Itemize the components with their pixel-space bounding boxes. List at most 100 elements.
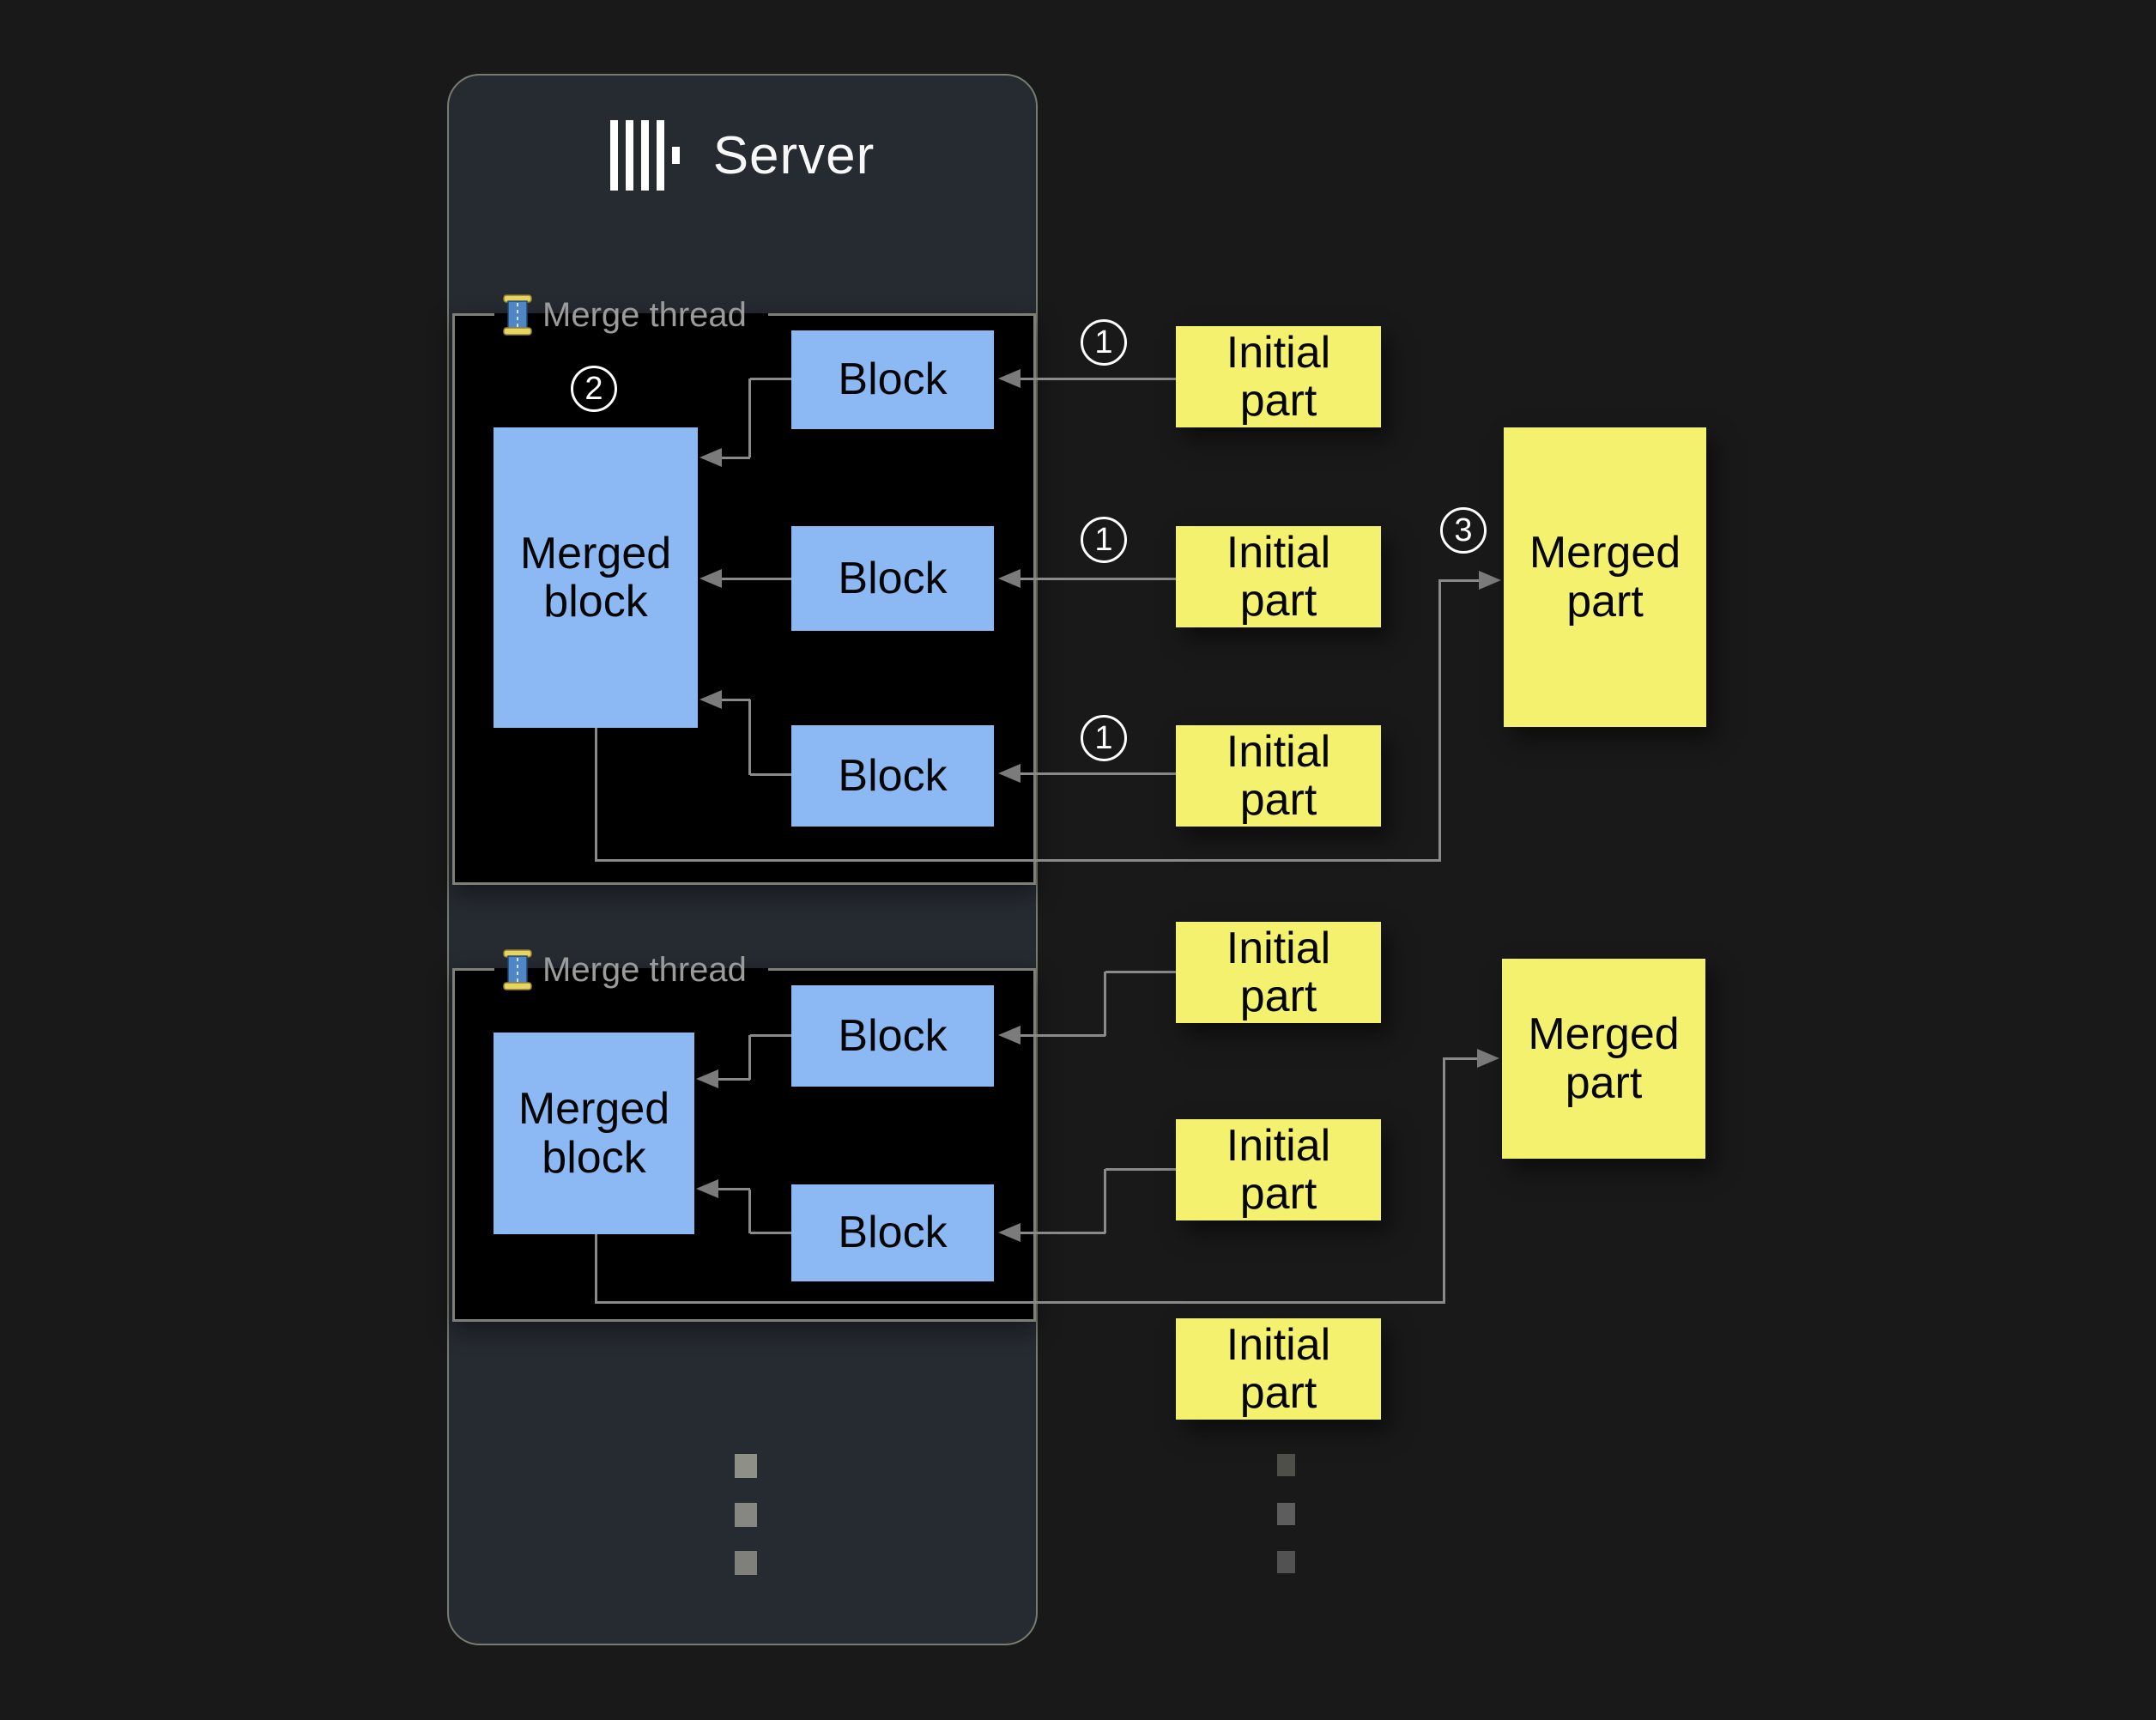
connector: [722, 699, 750, 701]
connector: [595, 728, 597, 862]
ellipsis-dot: [735, 1503, 757, 1527]
connector: [748, 700, 751, 775]
initial-part-box: Initial part: [1176, 1119, 1381, 1220]
panel2-top-border-left: [452, 968, 494, 971]
block-label: Block: [838, 553, 948, 603]
merged-block-box: Merged block: [494, 427, 698, 728]
step-badge-1: 1: [1081, 517, 1127, 563]
connector: [595, 859, 1441, 862]
connector: [1105, 1168, 1176, 1171]
ellipsis-dot: [735, 1454, 757, 1478]
arrowhead-right-icon: [1477, 1049, 1499, 1068]
arrowhead-left-icon: [998, 1026, 1020, 1045]
connector: [1020, 772, 1176, 775]
block-label: Block: [838, 354, 948, 405]
step-badge-number: 1: [1094, 719, 1113, 756]
initial-part-box: Initial part: [1176, 326, 1381, 427]
initial-part-box: Initial part: [1176, 922, 1381, 1023]
merge-thread-label: Merge thread: [542, 295, 747, 334]
arrowhead-left-icon: [998, 1223, 1020, 1242]
connector: [748, 1190, 751, 1233]
connector: [1105, 971, 1176, 973]
merge-thread-legend-1: Merge thread: [503, 293, 747, 337]
connector: [1443, 1057, 1477, 1060]
step-badge-number: 3: [1454, 512, 1473, 548]
initial-part-box: Initial part: [1176, 1318, 1381, 1420]
connector: [722, 457, 750, 459]
connector: [1438, 579, 1479, 582]
server-header: Server: [447, 118, 1038, 192]
merge-thread-label: Merge thread: [542, 950, 747, 989]
step-badge-number: 1: [1094, 324, 1113, 360]
connector: [595, 1234, 597, 1303]
block-box: Block: [791, 985, 994, 1087]
block-box: Block: [791, 725, 994, 827]
block-box: Block: [791, 330, 994, 429]
step-badge-2: 2: [571, 366, 617, 412]
server-title: Server: [712, 125, 875, 185]
panel2-top-border-right: [768, 968, 1036, 971]
connector: [1438, 580, 1441, 862]
panel1-top-border-right: [768, 313, 1036, 316]
step-badge-number: 2: [584, 370, 603, 407]
arrowhead-left-icon: [998, 764, 1020, 783]
merge-thread-legend-2: Merge thread: [503, 948, 747, 992]
merged-part-box: Merged part: [1502, 959, 1705, 1159]
initial-part-label: Initial part: [1226, 726, 1331, 825]
initial-part-box: Initial part: [1176, 526, 1381, 627]
initial-part-label: Initial part: [1226, 1120, 1331, 1219]
arrowhead-right-icon: [1479, 571, 1501, 590]
connector: [1020, 578, 1176, 580]
initial-part-label: Initial part: [1226, 527, 1331, 626]
arrowhead-left-icon: [696, 1069, 718, 1088]
thread-spool-icon: [503, 949, 532, 990]
ellipsis-dot: [1277, 1454, 1295, 1476]
arrowhead-left-icon: [998, 569, 1020, 588]
connector: [750, 378, 791, 380]
connector: [1020, 378, 1176, 380]
merged-block-box: Merged block: [494, 1033, 694, 1234]
block-box: Block: [791, 526, 994, 631]
connector: [1104, 1169, 1106, 1233]
step-badge-3: 3: [1440, 507, 1487, 554]
clickhouse-logo-icon: [609, 120, 680, 191]
connector: [750, 773, 791, 776]
initial-part-box: Initial part: [1176, 725, 1381, 827]
block-label: Block: [838, 1010, 948, 1061]
arrowhead-left-icon: [699, 569, 722, 588]
merged-block-label: Merged block: [518, 1084, 670, 1183]
block-box: Block: [791, 1184, 994, 1281]
connector: [1443, 1058, 1445, 1303]
merged-block-label: Merged block: [519, 528, 672, 627]
step-badge-number: 1: [1094, 521, 1113, 558]
step-badge-1: 1: [1081, 319, 1127, 366]
ellipsis-dot: [1277, 1551, 1295, 1573]
connector: [1020, 1232, 1105, 1234]
arrowhead-left-icon: [696, 1179, 718, 1198]
connector: [595, 1301, 1445, 1304]
arrowhead-left-icon: [998, 369, 1020, 388]
connector: [748, 379, 751, 457]
initial-part-label: Initial part: [1226, 923, 1331, 1021]
connector: [750, 1034, 791, 1037]
ellipsis-dot: [1277, 1503, 1295, 1525]
connector: [722, 578, 791, 580]
block-label: Block: [838, 1208, 948, 1258]
connector: [718, 1188, 750, 1190]
connector: [750, 1232, 791, 1234]
step-badge-1: 1: [1081, 715, 1127, 761]
connector: [718, 1078, 750, 1081]
block-label: Block: [838, 750, 948, 801]
panel1-top-border-left: [452, 313, 494, 316]
connector: [1104, 972, 1106, 1036]
connector: [748, 1035, 751, 1080]
connector: [1020, 1034, 1105, 1037]
merged-part-label: Merged part: [1529, 528, 1681, 627]
arrowhead-left-icon: [699, 690, 722, 709]
merged-part-box: Merged part: [1504, 427, 1706, 727]
arrowhead-left-icon: [699, 448, 722, 467]
merged-part-label: Merged part: [1528, 1009, 1680, 1108]
thread-spool-icon: [503, 294, 532, 336]
initial-part-label: Initial part: [1226, 327, 1331, 426]
initial-part-label: Initial part: [1226, 1319, 1331, 1418]
